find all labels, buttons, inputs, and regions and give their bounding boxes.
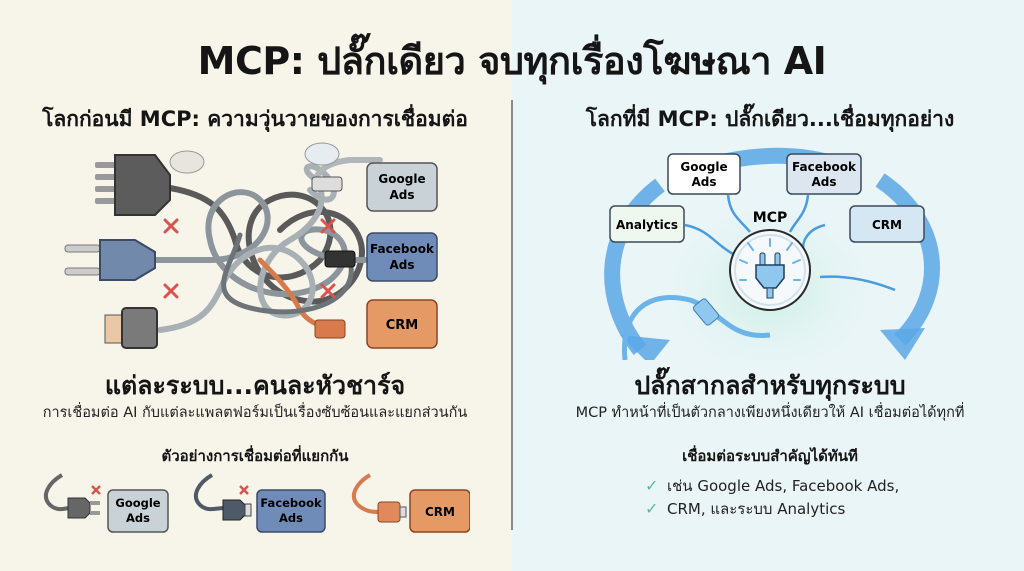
benefit-item: ✓ เช่น Google Ads, Facebook Ads, (645, 476, 900, 495)
benefits-heading: เชื่อมต่อระบบสำคัญได้ทันที (682, 447, 858, 465)
hub-label: MCP (753, 210, 787, 226)
example-facebook-ads: Facebook Ads (193, 473, 326, 533)
example-google-ads: Google Ads (43, 473, 169, 533)
svg-text:Facebook: Facebook (370, 242, 435, 256)
node-analytics: Analytics (609, 205, 685, 243)
benefits-list: ✓ เช่น Google Ads, Facebook Ads, ✓ CRM, … (645, 474, 899, 520)
page-title: MCP: ปลั๊กเดียว จบทุกเรื่องโฆษณา AI (197, 39, 827, 83)
left-heading: โลกก่อนมี MCP: ความวุ่นวายของการเชื่อมต่… (42, 107, 468, 131)
check-icon: ✓ (645, 476, 659, 495)
svg-text:Analytics: Analytics (616, 218, 678, 232)
node-crm: CRM (849, 205, 925, 243)
left-subtitle: แต่ละระบบ...คนละหัวชาร์จ (104, 371, 406, 400)
sad-cloud-icon (169, 142, 340, 174)
left-panel (0, 0, 512, 571)
mcp-hub-illustration: MCP Google Ads Facebook Ads Analytics CR… (604, 147, 940, 360)
panel-divider (511, 100, 513, 530)
svg-text:Facebook: Facebook (260, 496, 322, 510)
target-box-facebook-ads: Facebook Ads (366, 232, 438, 282)
svg-text:Google: Google (378, 172, 425, 186)
plug-icon (755, 252, 785, 299)
svg-text:Ads: Ads (691, 175, 716, 189)
svg-text:Ads: Ads (811, 175, 836, 189)
right-subtitle: ปลั๊กสากลสำหรับทุกระบบ (634, 371, 906, 400)
svg-text:Google: Google (115, 496, 160, 510)
svg-text:CRM: CRM (872, 218, 902, 232)
plug-icon (95, 154, 171, 216)
svg-text:Facebook: Facebook (792, 160, 857, 174)
separate-connections-examples: Google Ads Facebook Ads CRM (43, 473, 470, 533)
check-icon: ✓ (645, 499, 659, 518)
svg-text:CRM: CRM (425, 505, 455, 519)
svg-text:Ads: Ads (126, 511, 150, 525)
example-crm: CRM (351, 473, 470, 533)
left-description: การเชื่อมต่อ AI กับแต่ละแพลตฟอร์มเป็นเรื… (42, 405, 468, 421)
svg-text:Ads: Ads (389, 258, 414, 272)
target-box-crm: CRM (366, 299, 438, 349)
error-x-icon (163, 218, 336, 299)
node-facebook-ads: Facebook Ads (786, 153, 862, 195)
right-heading: โลกที่มี MCP: ปลั๊กเดียว...เชื่อมทุกอย่า… (585, 107, 955, 131)
right-description: MCP ทำหน้าที่เป็นตัวกลางเพียงหนึ่งเดียวใ… (575, 405, 965, 421)
benefit-item: ✓ CRM, และระบบ Analytics (645, 499, 846, 518)
examples-heading: ตัวอย่างการเชื่อมต่อที่แยกกัน (161, 447, 349, 465)
plug-icon (104, 307, 158, 349)
svg-text:Google: Google (680, 160, 727, 174)
svg-text:Ads: Ads (389, 188, 414, 202)
tangled-cables-illustration: Google Ads Facebook Ads CRM (64, 142, 438, 349)
plug-icon (64, 239, 156, 281)
node-google-ads: Google Ads (667, 153, 741, 195)
target-box-google-ads: Google Ads (366, 162, 438, 212)
svg-text:Ads: Ads (279, 511, 303, 525)
svg-text:CRM: CRM (386, 318, 419, 333)
